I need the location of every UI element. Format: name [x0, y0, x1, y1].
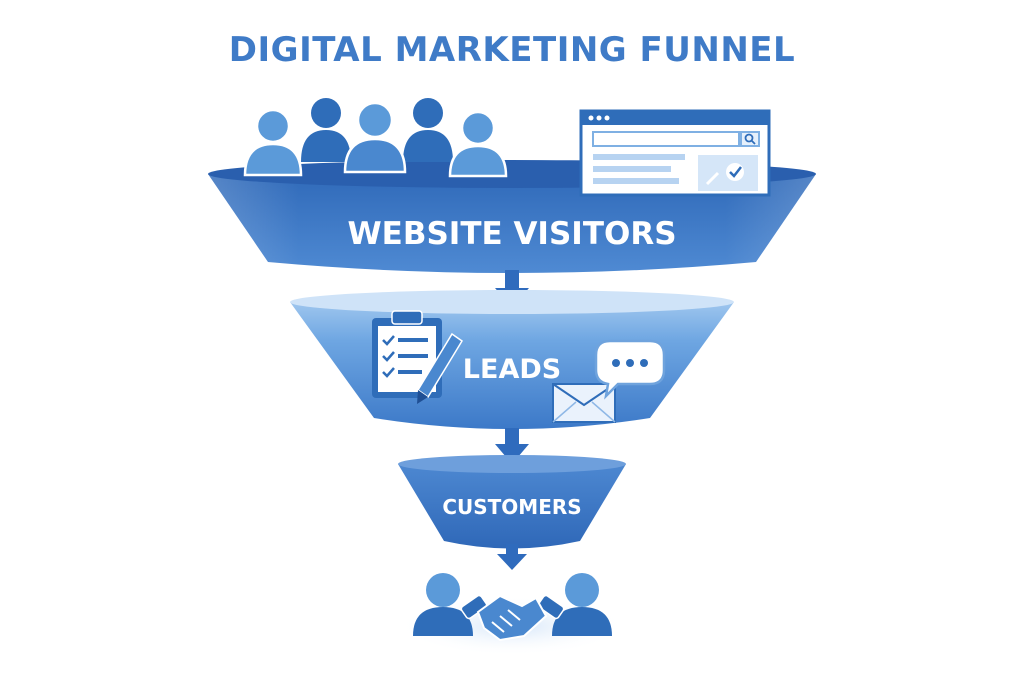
funnel-stage-customers: CUSTOMERS: [398, 455, 626, 549]
arrow-down-icon: [495, 428, 529, 464]
stage-label-leads: LEADS: [463, 354, 561, 385]
browser-window-icon: [579, 109, 771, 197]
search-icon: [740, 131, 760, 147]
diagram-title: DIGITAL MARKETING FUNNEL: [228, 30, 796, 70]
envelope-icon: [552, 383, 616, 423]
pencil-icon: [416, 332, 464, 404]
stage-label-customers: CUSTOMERS: [442, 495, 581, 519]
stage-label-website-visitors: WEBSITE VISITORS: [347, 216, 676, 252]
funnel-stage-leads: LEADS: [290, 290, 734, 429]
checkmark-icon: [726, 163, 744, 181]
people-group-icon: [243, 98, 508, 178]
arrow-down-icon: [497, 544, 527, 570]
chat-bubble-icon: [594, 339, 666, 400]
handshake-icon: [413, 573, 612, 642]
